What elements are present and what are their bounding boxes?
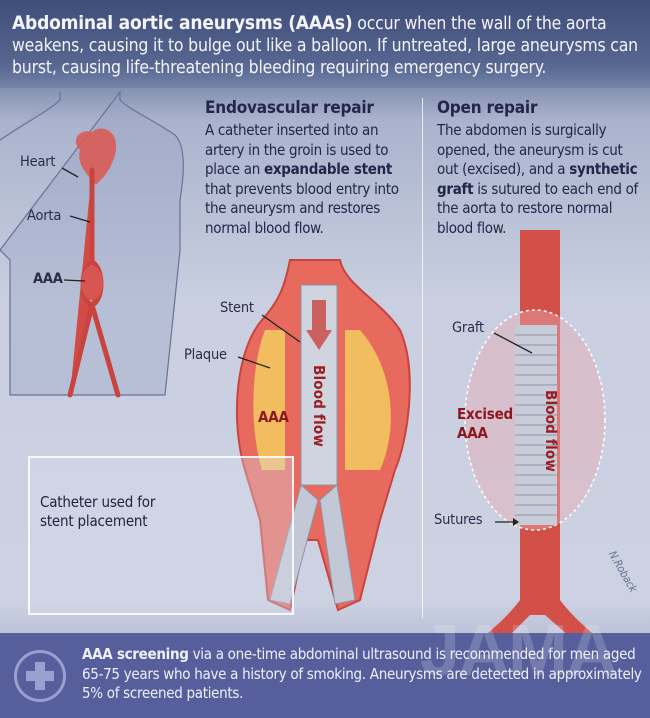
endovascular-description: A catheter inserted into an artery in th…: [205, 121, 399, 237]
label-aaa-body: AAA: [33, 271, 63, 287]
open-repair-description: The abdomen is surgically opened, the an…: [437, 121, 638, 237]
label-excised: Excised: [457, 405, 513, 423]
heart-shape: [75, 128, 117, 185]
catheter-inset: [28, 456, 294, 615]
label-plaque: Plaque: [184, 347, 227, 363]
label-aaa-endo: AAA: [258, 408, 289, 426]
footer-text: AAA screening via a one-time abdominal u…: [82, 645, 642, 702]
label-aorta: Aorta: [27, 208, 62, 224]
header-banner: Abdominal aortic aneurysms (AAAs) occur …: [0, 0, 650, 88]
endovascular-section: Endovascular repair A catheter inserted …: [205, 98, 420, 238]
header-text: Abdominal aortic aneurysms (AAAs) occur …: [12, 12, 642, 79]
footer-banner: AAA screening via a one-time abdominal u…: [0, 633, 650, 718]
stent-legs: [269, 484, 356, 605]
column-divider: [422, 98, 423, 618]
label-catheter: Catheter used for stent placement: [40, 493, 156, 530]
aaa-bulge: [81, 266, 103, 300]
header-title: Abdominal aortic aneurysms (AAAs): [12, 12, 353, 34]
label-stent: Stent: [220, 300, 254, 316]
medical-cross-icon: [14, 650, 66, 702]
blood-flow-arrow: [306, 300, 332, 350]
endovascular-title: Endovascular repair: [205, 98, 374, 118]
jama-watermark: JAMA: [420, 611, 618, 691]
open-repair-section: Open repair The abdomen is surgically op…: [437, 98, 647, 238]
screening-term: AAA screening: [82, 645, 189, 663]
label-sutures: Sutures: [434, 512, 483, 528]
label-blood-flow-endo: Blood flow: [310, 365, 328, 448]
label-heart: Heart: [20, 154, 56, 170]
label-blood-flow-open: Blood flow: [542, 390, 560, 473]
label-graft: Graft: [452, 320, 484, 336]
header-description: occur when the wall of the aorta weakens…: [12, 14, 638, 78]
plaque-right: [345, 330, 391, 470]
expandable-stent-term: expandable stent: [264, 160, 393, 178]
open-repair-title: Open repair: [437, 98, 538, 118]
label-excised-aaa: AAA: [457, 424, 488, 442]
synthetic-graft-term: synthetic graft: [437, 160, 638, 198]
